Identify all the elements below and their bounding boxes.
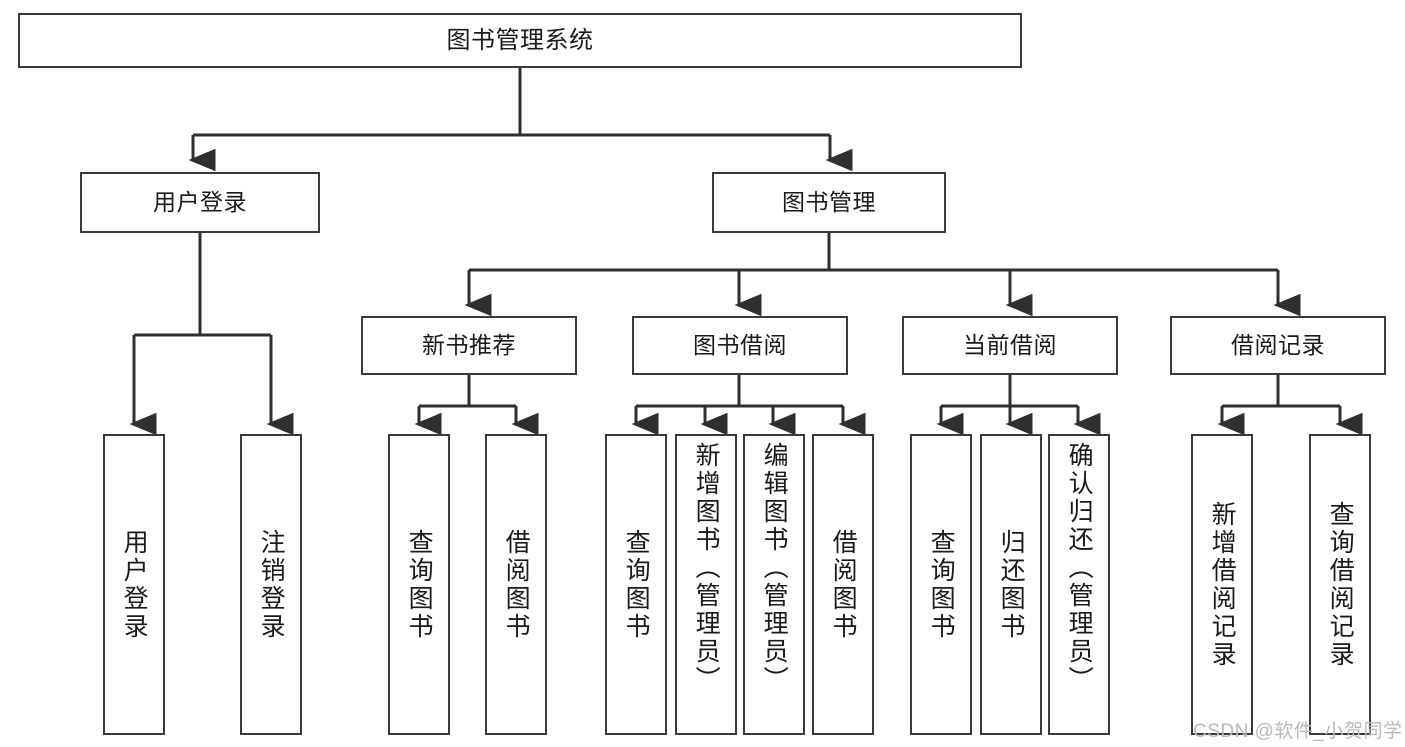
leaf-query-book-recommend[interactable]: 查询图书 <box>388 434 450 735</box>
node-root-book-management-system[interactable]: 图书管理系统 <box>18 13 1022 68</box>
node-label: 用户登录 <box>153 189 247 215</box>
leaf-query-book-current[interactable]: 查询图书 <box>910 434 972 735</box>
leaf-query-book-borrow[interactable]: 查询图书 <box>605 434 667 735</box>
leaf-edit-book-admin[interactable]: 编辑图书（管理员） <box>743 434 805 735</box>
leaf-return-book[interactable]: 归还图书 <box>980 434 1042 735</box>
node-book-management[interactable]: 图书管理 <box>712 172 946 233</box>
node-borrowing-record[interactable]: 借阅记录 <box>1170 316 1386 375</box>
node-label: 确认归还（管理员） <box>1065 442 1094 694</box>
leaf-borrow-book-recommend[interactable]: 借阅图书 <box>485 434 547 735</box>
csdn-watermark: CSDN @软件_小贺同学 <box>1193 721 1403 742</box>
node-user-login[interactable]: 用户登录 <box>80 172 320 233</box>
node-label: 新增图书（管理员） <box>692 442 721 694</box>
node-current-borrowing[interactable]: 当前借阅 <box>902 316 1118 375</box>
leaf-borrow-book[interactable]: 借阅图书 <box>812 434 874 735</box>
node-new-book-recommendation[interactable]: 新书推荐 <box>361 316 577 375</box>
node-label: 图书管理 <box>782 189 876 215</box>
node-label: 图书借阅 <box>693 332 787 358</box>
node-label: 借阅图书 <box>502 528 531 641</box>
node-label: 新书推荐 <box>422 332 516 358</box>
node-label: 归还图书 <box>997 528 1026 641</box>
node-label: 查询图书 <box>405 528 434 641</box>
node-label: 查询借阅记录 <box>1326 500 1355 669</box>
leaf-confirm-return-admin[interactable]: 确认归还（管理员） <box>1048 434 1110 735</box>
leaf-add-borrow-record[interactable]: 新增借阅记录 <box>1191 434 1253 735</box>
leaf-add-book-admin[interactable]: 新增图书（管理员） <box>675 434 737 735</box>
leaf-query-borrow-record[interactable]: 查询借阅记录 <box>1309 434 1371 735</box>
node-label: 图书管理系统 <box>446 26 594 54</box>
node-label: 新增借阅记录 <box>1208 500 1237 669</box>
node-label: 借阅记录 <box>1231 332 1325 358</box>
node-book-borrowing[interactable]: 图书借阅 <box>632 316 848 375</box>
node-label: 查询图书 <box>927 528 956 641</box>
node-label: 用户登录 <box>120 528 149 641</box>
leaf-user-login[interactable]: 用户登录 <box>103 434 165 735</box>
node-label: 编辑图书（管理员） <box>760 442 789 694</box>
node-label: 注销登录 <box>257 528 286 641</box>
node-label: 当前借阅 <box>963 332 1057 358</box>
node-label: 借阅图书 <box>829 528 858 641</box>
node-label: 查询图书 <box>622 528 651 641</box>
leaf-logout[interactable]: 注销登录 <box>240 434 302 735</box>
